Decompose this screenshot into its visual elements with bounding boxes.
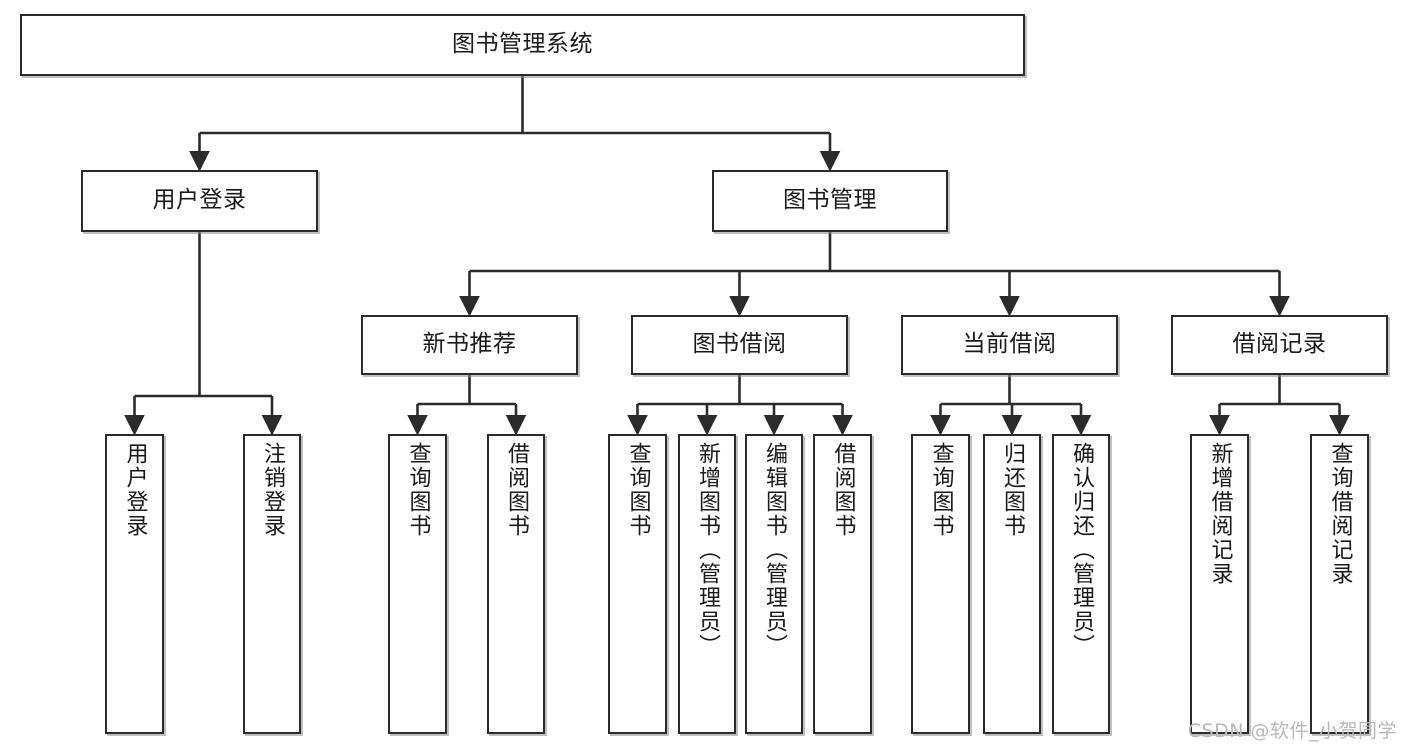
node-leaf-user-login[interactable]: 用户登录 [105,434,164,734]
node-label: 查询借阅记录 [1327,442,1353,586]
node-label: 归还图书 [1000,442,1025,538]
node-label: 借阅图书 [830,442,856,538]
edge-layer [124,76,1350,436]
watermark: CSDN @软件_小贺同学 [1187,720,1397,742]
node-leaf-query-book-1[interactable]: 查询图书 [388,434,447,734]
node-leaf-logout[interactable]: 注销登录 [243,434,301,734]
node-label: 新增借阅记录 [1207,442,1233,586]
node-label: 查询图书 [405,442,431,538]
node-label: 查询图书 [928,442,954,538]
node-current-borrow[interactable]: 当前借阅 [901,315,1118,375]
node-label: 当前借阅 [962,331,1057,358]
node-leaf-query-book-2[interactable]: 查询图书 [608,434,667,734]
node-leaf-confirm-ret[interactable]: 确认归还（管理员） [1052,434,1110,734]
node-label: 注销登录 [260,442,285,538]
node-label: 新增图书（管理员） [695,442,720,658]
node-new-book-rec[interactable]: 新书推荐 [361,315,578,375]
node-label: 查询图书 [625,442,651,538]
node-leaf-borrow-book-2[interactable]: 借阅图书 [813,434,872,734]
node-root[interactable]: 图书管理系统 [20,14,1025,76]
node-label: 借阅图书 [504,442,529,538]
node-label: 图书管理 [783,187,877,214]
node-leaf-query-record[interactable]: 查询借阅记录 [1310,434,1369,734]
node-label: 用户登录 [152,187,247,214]
node-leaf-borrow-book-1[interactable]: 借阅图书 [487,434,545,734]
node-label: 图书管理系统 [452,31,593,58]
node-book-manage[interactable]: 图书管理 [712,170,948,232]
node-user-login[interactable]: 用户登录 [81,170,318,232]
node-borrow-record[interactable]: 借阅记录 [1171,315,1388,375]
node-leaf-query-book-3[interactable]: 查询图书 [911,434,970,734]
node-label: 新书推荐 [422,331,517,358]
node-label: 借阅记录 [1232,331,1327,358]
node-label: 用户登录 [122,442,148,538]
node-leaf-edit-book[interactable]: 编辑图书（管理员） [745,434,803,734]
node-label: 编辑图书（管理员） [762,442,787,658]
node-leaf-return-book[interactable]: 归还图书 [983,434,1041,734]
node-leaf-add-record[interactable]: 新增借阅记录 [1190,434,1249,734]
node-label: 确认归还（管理员） [1069,442,1094,658]
node-leaf-add-book[interactable]: 新增图书（管理员） [678,434,736,734]
node-label: 图书借阅 [692,331,787,358]
node-book-borrow[interactable]: 图书借阅 [631,315,848,375]
